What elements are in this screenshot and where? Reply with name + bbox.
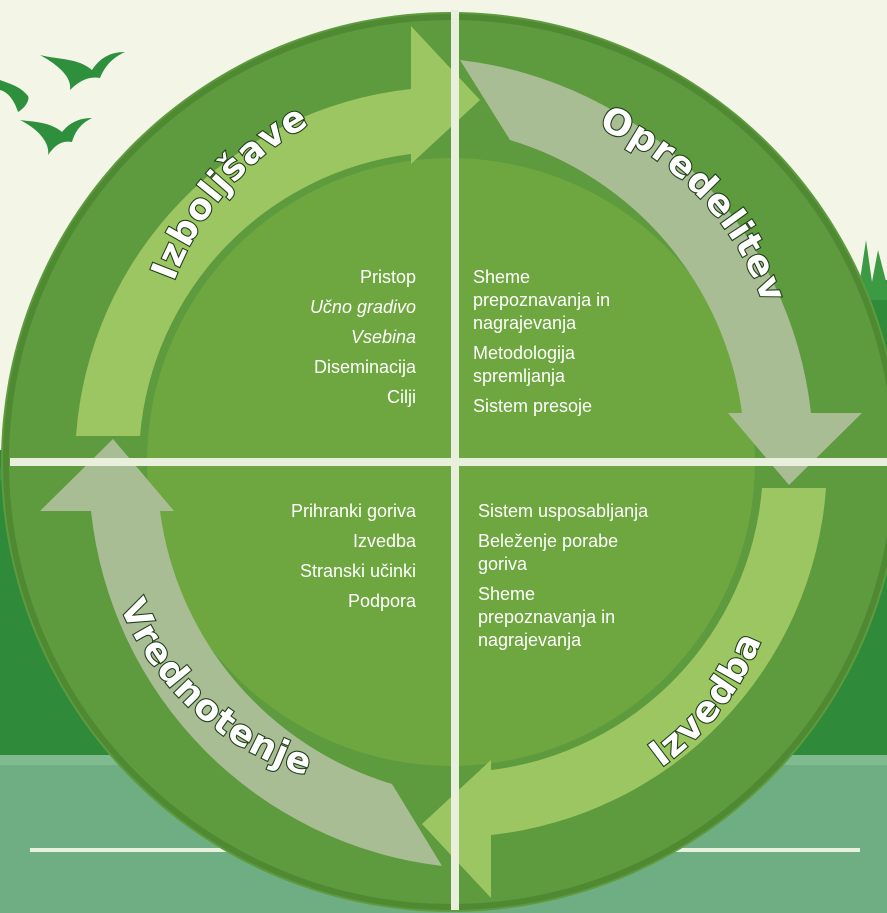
quadrant-item: Prihranki goriva <box>290 501 416 521</box>
birds <box>0 52 125 155</box>
bird-icon <box>20 118 92 155</box>
quadrant-item: Sheme prepoznavanja in nagrajevanja <box>478 583 678 652</box>
quadrant-item: Sistem usposabljanja <box>478 500 678 523</box>
quadrant-top-right: Sheme prepoznavanja in nagrajevanja Meto… <box>473 266 643 425</box>
arrow-izboljsave <box>76 26 480 436</box>
quadrant-item-line: Metodologija <box>473 343 576 363</box>
bird-icon <box>0 80 29 112</box>
quadrant-bottom-left: Prihranki goriva Izvedba Stranski učinki… <box>250 500 416 620</box>
quadrant-item: Stranski učinki <box>299 561 416 581</box>
quadrant-top-left: Pristop Učno gradivo Vsebina Diseminacij… <box>250 266 416 416</box>
quadrant-item-line: spremljanja <box>473 366 566 386</box>
quadrant-item-line: Sistem usposabljanja <box>478 501 649 521</box>
bird-icon <box>40 52 125 90</box>
quadrant-item: Diseminacija <box>313 357 416 377</box>
quadrant-item-line: Sistem presoje <box>473 396 593 416</box>
quadrant-item-line: Beleženje porabe <box>478 531 619 551</box>
quadrant-item-line: Sheme <box>473 267 531 287</box>
quadrant-item: Sistem presoje <box>473 395 643 418</box>
quadrant-item: Pristop <box>359 267 416 287</box>
arrow-vrednotenje <box>40 439 442 866</box>
horizontal-divider <box>10 458 887 466</box>
quadrant-item-line: Sheme <box>478 584 536 604</box>
quadrant-item: Beleženje porabe goriva <box>478 530 678 576</box>
quadrant-item: Izvedba <box>352 531 416 551</box>
arrow-opredelitev <box>460 60 862 485</box>
quadrant-item-line: nagrajevanja <box>473 313 577 333</box>
quadrant-item: Cilji <box>387 387 416 407</box>
quadrant-item: Sheme prepoznavanja in nagrajevanja <box>473 266 643 335</box>
quadrant-item-line: goriva <box>478 554 528 574</box>
quadrant-item: Podpora <box>347 591 416 611</box>
arrow-izvedba <box>422 488 826 898</box>
quadrant-item-line: prepoznavanja in <box>473 290 611 310</box>
quadrant-item: Učno gradivo <box>309 297 416 317</box>
quadrant-item-line: nagrajevanja <box>478 630 582 650</box>
quadrant-bottom-right: Sistem usposabljanja Beleženje porabe go… <box>478 500 678 659</box>
grass-tufts-right <box>860 240 887 300</box>
quadrant-item: Vsebina <box>350 327 416 347</box>
quadrant-item: Metodologija spremljanja <box>473 342 643 388</box>
quadrant-item-line: prepoznavanja in <box>478 607 616 627</box>
